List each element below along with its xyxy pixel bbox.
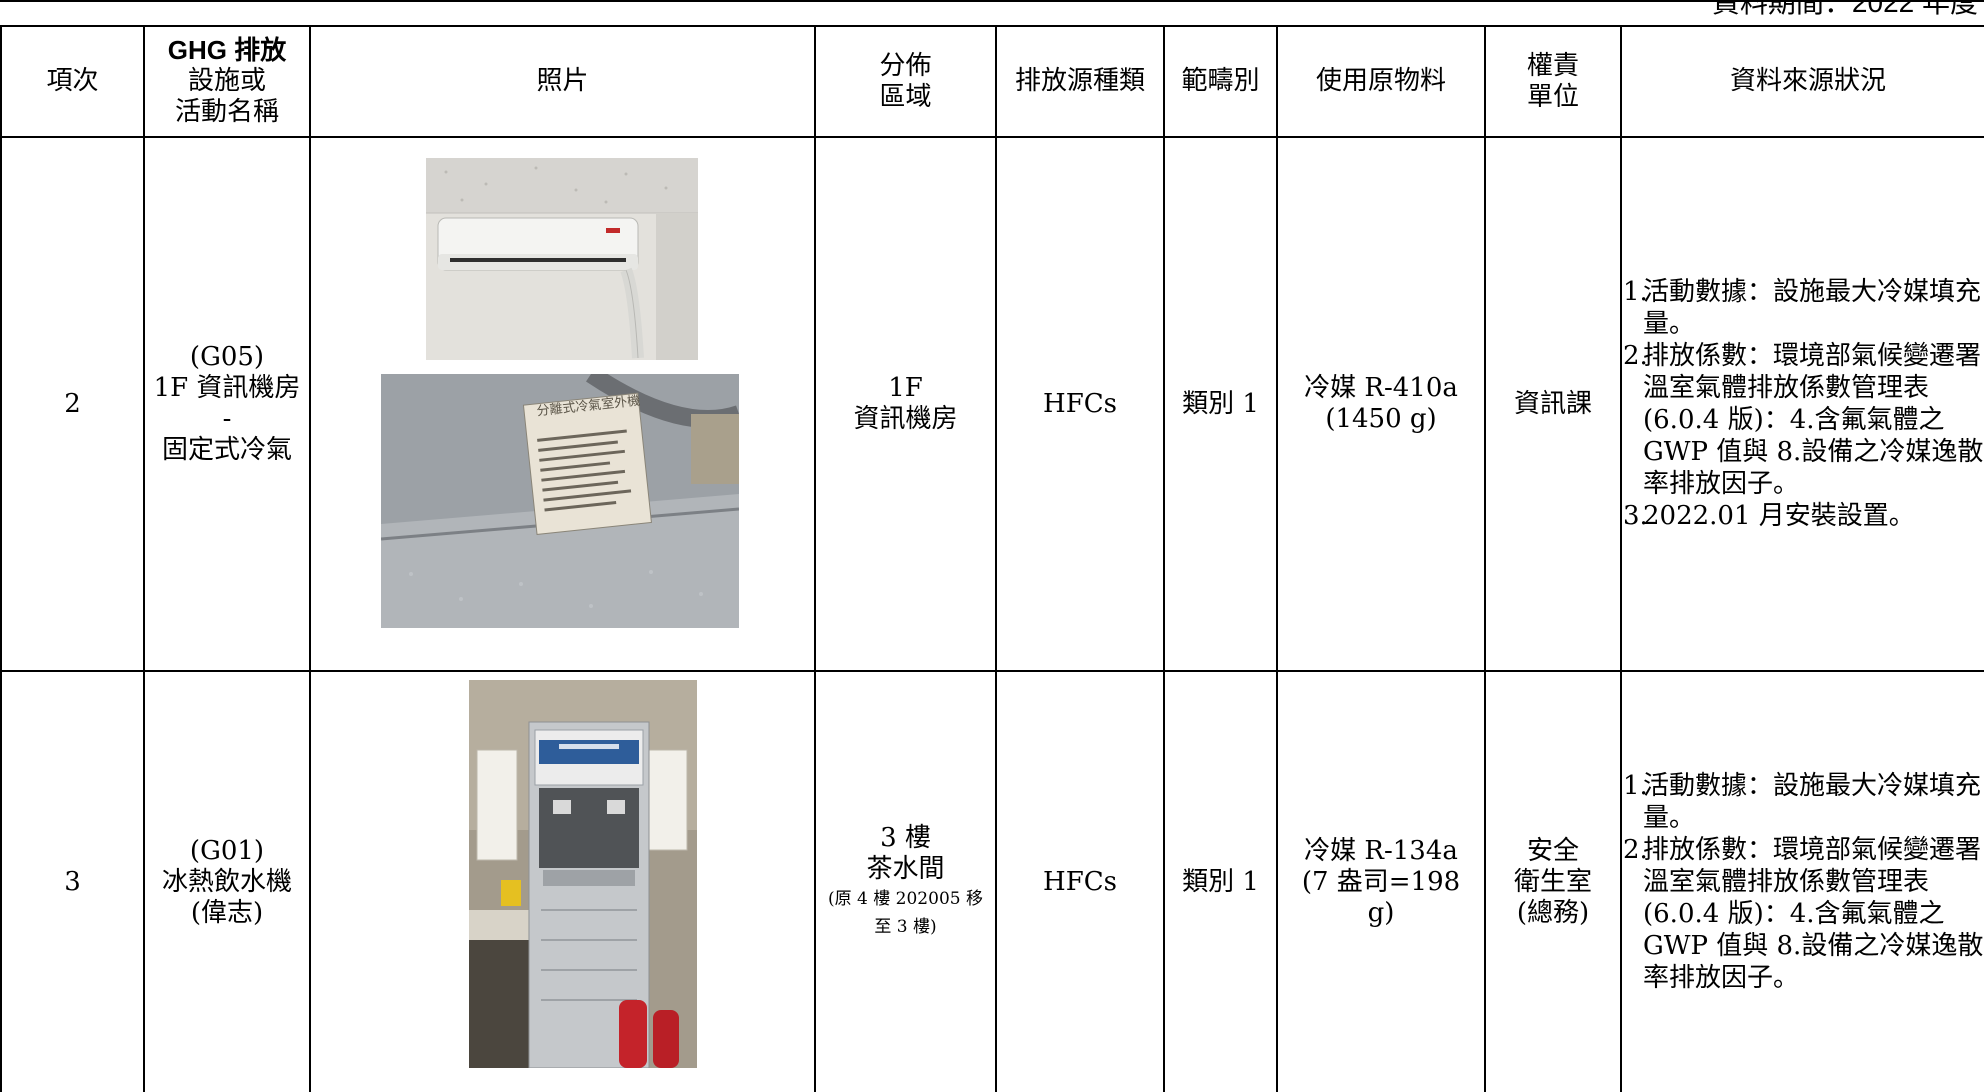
cell-data-source: 1.活動數據：設施最大冷媒填充量。 2.排放係數：環境部氣候變遷署溫室氣體排放係… (1620, 136, 1984, 672)
top-rule (0, 0, 1984, 2)
list-item: 1.活動數據：設施最大冷媒填充量。 (1623, 771, 1982, 833)
data-period: 資料期間：2022 年度 (1711, 0, 1978, 18)
list-item: 2.排放係數：環境部氣候變遷署溫室氣體排放係數管理表(6.0.4 版)：4.含氟… (1623, 341, 1984, 499)
header-data-source: 資料來源狀況 (1620, 25, 1984, 138)
header-item: 項次 (0, 25, 145, 138)
list-item: 3.2022.01 月安裝設置。 (1623, 501, 1915, 531)
cell-photo: 分離式冷氣室外機 (309, 136, 816, 672)
table-row: 3 (G01) 冰熱飲水機 (偉志) (0, 670, 1984, 1092)
header-photo: 照片 (309, 25, 816, 138)
header-material: 使用原物料 (1276, 25, 1486, 138)
cell-material: 冷媒 R-410a (1450 g) (1276, 136, 1486, 672)
header-area: 分佈 區域 (814, 25, 997, 138)
cell-item: 2 (0, 136, 145, 672)
cell-facility: (G05) 1F 資訊機房 - 固定式冷氣 (143, 136, 311, 672)
cell-unit: 安全 衛生室 (總務) (1484, 670, 1622, 1092)
cell-area: 3 樓 茶水間 (原 4 樓 202005 移 至 3 樓) (814, 670, 997, 1092)
cell-item: 3 (0, 670, 145, 1092)
list-item: 2.排放係數：環境部氣候變遷署溫室氣體排放係數管理表(6.0.4 版)：4.含氟… (1623, 835, 1984, 993)
outdoor-unit-photo (381, 374, 739, 628)
data-source-list: 1.活動數據：設施最大冷媒填充量。 2.排放係數：環境部氣候變遷署溫室氣體排放係… (1623, 770, 1984, 994)
cell-scope: 類別 1 (1163, 136, 1278, 672)
ghg-emission-table: 項次 GHG 排放 設施或 活動名稱 照片 分佈 區域 排放源種類 範疇別 使用… (0, 25, 1984, 1092)
cell-photo (309, 670, 816, 1092)
header-source-type: 排放源種類 (995, 25, 1165, 138)
header-unit: 權責 單位 (1484, 25, 1622, 138)
water-dispenser-photo (469, 680, 697, 1068)
cell-unit: 資訊課 (1484, 136, 1622, 672)
header-facility: GHG 排放 設施或 活動名稱 (143, 25, 311, 138)
header-scope: 範疇別 (1163, 25, 1278, 138)
list-item: 1.活動數據：設施最大冷媒填充量。 (1623, 277, 1982, 339)
table-row: 2 (G05) 1F 資訊機房 - 固定式冷氣 (0, 136, 1984, 672)
cell-scope: 類別 1 (1163, 670, 1278, 1092)
cell-area: 1F 資訊機房 (814, 136, 997, 672)
cell-data-source: 1.活動數據：設施最大冷媒填充量。 2.排放係數：環境部氣候變遷署溫室氣體排放係… (1620, 670, 1984, 1092)
cell-material: 冷媒 R-134a (7 盎司=198 g) (1276, 670, 1486, 1092)
data-source-list: 1.活動數據：設施最大冷媒填充量。 2.排放係數：環境部氣候變遷署溫室氣體排放係… (1623, 276, 1984, 532)
cell-source-type: HFCs (995, 670, 1165, 1092)
cell-facility: (G01) 冰熱飲水機 (偉志) (143, 670, 311, 1092)
header-row: 項次 GHG 排放 設施或 活動名稱 照片 分佈 區域 排放源種類 範疇別 使用… (0, 25, 1984, 138)
cell-source-type: HFCs (995, 136, 1165, 672)
air-conditioner-photo (426, 158, 698, 360)
